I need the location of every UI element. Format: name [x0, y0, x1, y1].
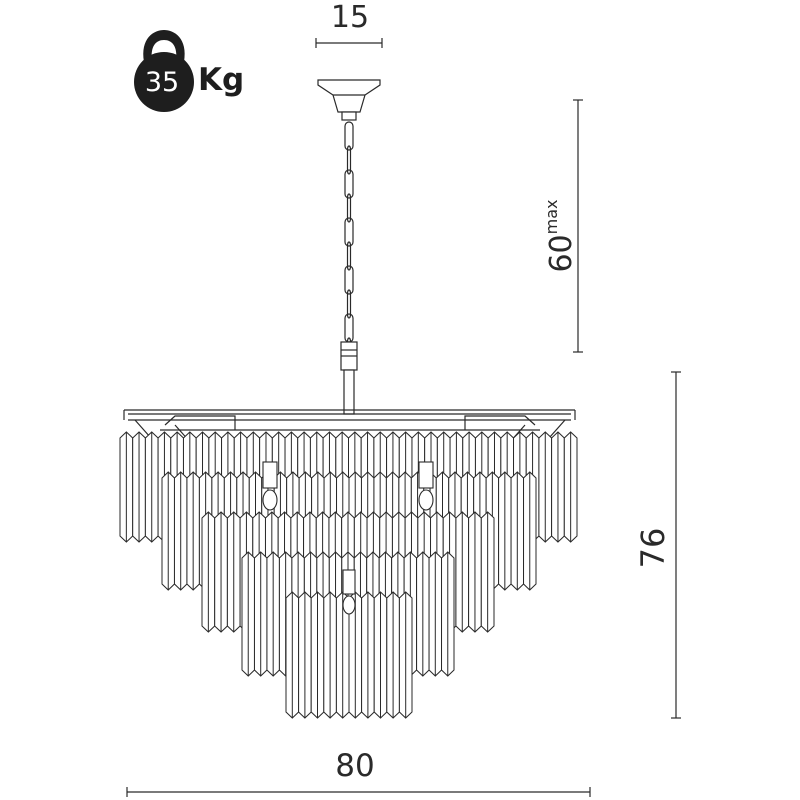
height-label: 76	[634, 527, 672, 569]
crystal-prism	[226, 511, 241, 633]
crystal-prism	[186, 471, 200, 591]
width-label: 80	[335, 748, 375, 784]
chain-link	[346, 241, 352, 271]
crystal-prism	[201, 511, 216, 633]
crystal-prism	[386, 591, 400, 719]
crystal-prism	[298, 591, 312, 719]
weight-value: 35	[144, 67, 180, 98]
crystal-prism	[266, 551, 280, 677]
kettlebell-icon	[134, 30, 194, 112]
crystal-tier	[285, 591, 413, 719]
crystal-prism	[538, 431, 553, 543]
crystal-prism	[161, 471, 175, 591]
chain-drop-label: 60max	[542, 181, 579, 291]
crystal-prism	[428, 551, 443, 677]
canopy-width-label: 15	[330, 0, 370, 35]
crystal-prism	[398, 591, 413, 719]
crystal-prism	[373, 591, 388, 719]
crystal-prism	[119, 431, 134, 543]
crystal-prism	[510, 471, 525, 591]
crystal-prism	[132, 431, 146, 543]
chain-link	[344, 121, 354, 151]
crystal-prism	[416, 551, 430, 677]
suspension-chain	[344, 121, 354, 367]
chain-link	[346, 145, 352, 175]
crystal-tiers	[119, 431, 578, 719]
chain-link	[344, 217, 354, 247]
crystal-prism	[241, 551, 255, 677]
crystal-prism	[323, 591, 337, 719]
chain-drop-suffix: max	[542, 199, 561, 235]
crystal-prism	[285, 591, 300, 719]
dimension-lines	[126, 38, 681, 797]
crystal-prism	[144, 431, 159, 543]
center-rod	[340, 341, 358, 415]
crystal-prism	[361, 591, 375, 719]
chain-drop-value: 60	[544, 234, 579, 273]
crystal-prism	[498, 471, 512, 591]
light-bulbs	[262, 461, 434, 615]
weight-unit: Kg	[198, 62, 245, 98]
crystal-prism	[455, 511, 470, 633]
chain-link	[346, 193, 352, 223]
crystal-prism	[468, 511, 482, 633]
ceiling-canopy	[317, 79, 381, 121]
crystal-prism	[441, 551, 455, 677]
crystal-prism	[173, 471, 188, 591]
crystal-prism	[253, 551, 268, 677]
crystal-prism	[480, 511, 495, 633]
crystal-prism	[214, 511, 228, 633]
chain-link	[344, 265, 354, 295]
crystal-prism	[523, 471, 537, 591]
crystal-prism	[551, 431, 565, 543]
chain-link	[344, 169, 354, 199]
crystal-prism	[563, 431, 578, 543]
chain-link	[346, 289, 352, 319]
crystal-prism	[310, 591, 325, 719]
